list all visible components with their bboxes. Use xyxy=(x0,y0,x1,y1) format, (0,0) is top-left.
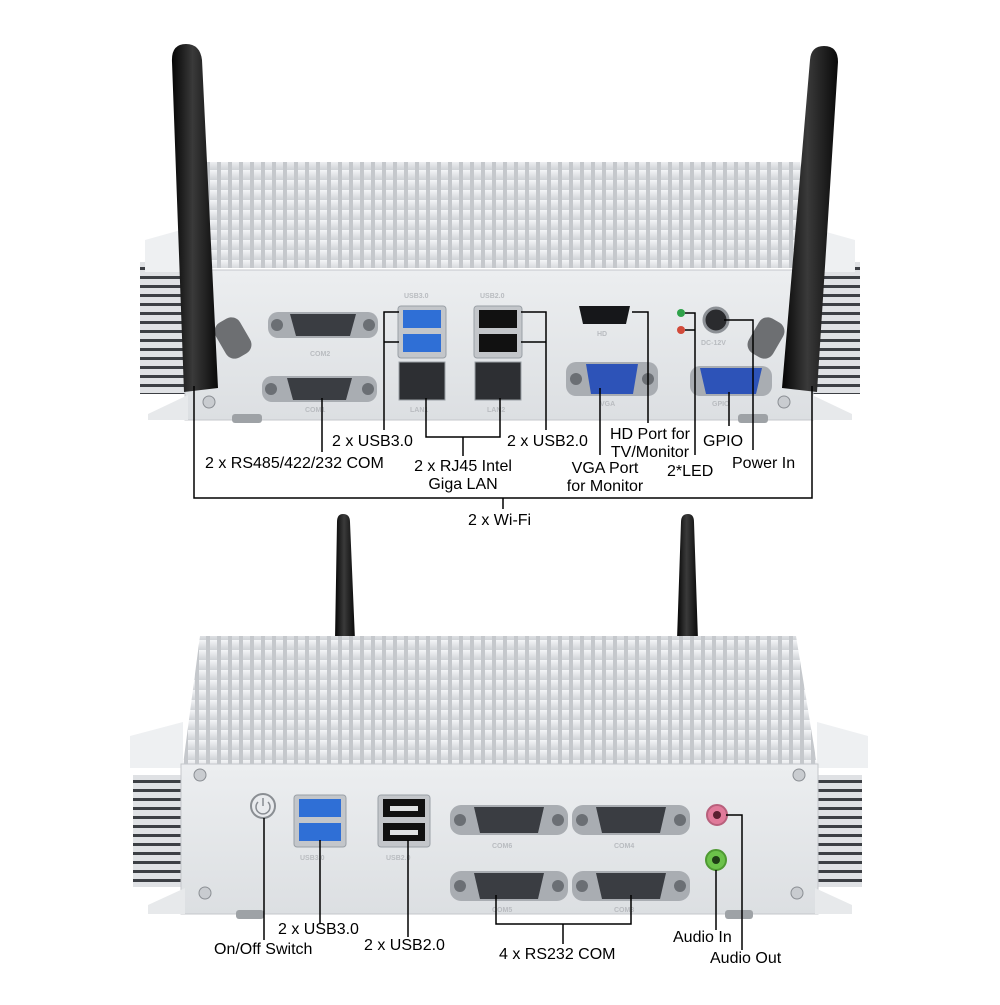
rear-usb30-marking: USB3.0 xyxy=(404,293,429,300)
com2-marking: COM2 xyxy=(310,351,330,358)
left-antenna-graphic xyxy=(171,44,252,392)
callout-rj45-line1: 2 x RJ45 Intel xyxy=(414,458,512,475)
front-right-antenna-graphic xyxy=(677,514,698,640)
callout-vga-line2: for Monitor xyxy=(566,478,644,495)
rear-usb2-port-graphic xyxy=(473,305,523,359)
rear-usb3-port-graphic xyxy=(397,305,447,359)
com1-port-graphic xyxy=(262,376,377,402)
callout-front-usb20: 2 x USB2.0 xyxy=(364,937,445,954)
right-antenna-graphic xyxy=(747,46,838,392)
heatsink-fins xyxy=(188,162,812,268)
callout-led: 2*LED xyxy=(667,463,714,480)
com4-port-graphic xyxy=(572,805,690,835)
vga-marking: VGA xyxy=(600,401,615,408)
callout-power-in: Power In xyxy=(732,455,796,472)
left-side-fins xyxy=(140,262,185,394)
callout-rj45: 2 x RJ45 Intel Giga LAN xyxy=(395,458,531,494)
com3-marking: COM3 xyxy=(614,907,634,914)
callout-rear-usb20: 2 x USB2.0 xyxy=(507,433,588,450)
gpio-marking: GPIO xyxy=(712,401,730,408)
callout-vga-line1: VGA Port xyxy=(571,460,639,477)
front-left-antenna-graphic xyxy=(335,514,355,640)
front-usb30-marking: USB3.0 xyxy=(300,855,325,862)
lan1-port-graphic xyxy=(398,361,446,401)
callout-rj45-line2: Giga LAN xyxy=(428,476,498,493)
callout-hd-line1: HD Port for xyxy=(609,426,690,443)
lan2-marking: LAN2 xyxy=(487,407,505,414)
vga-port-graphic xyxy=(566,362,658,396)
lan2-port-graphic xyxy=(474,361,522,401)
com6-port-graphic xyxy=(450,805,568,835)
led-red-graphic xyxy=(677,326,685,334)
rear-device-illustration: COM2 COM1 USB3.0 USB2.0 LAN1 LAN2 HD VGA… xyxy=(140,44,860,423)
com4-marking: COM4 xyxy=(614,843,634,850)
hd-marking: HD xyxy=(597,331,607,338)
callout-on-off-switch: On/Off Switch xyxy=(214,941,313,958)
callout-front-usb30: 2 x USB3.0 xyxy=(278,921,359,938)
callout-rear-usb30: 2 x USB3.0 xyxy=(332,433,413,450)
hd-port-graphic xyxy=(579,306,630,324)
dc-marking: DC-12V xyxy=(701,340,726,347)
callout-hd-port: HD Port for TV/Monitor xyxy=(600,426,700,462)
front-device-illustration: USB3.0 USB2.0 COM6 COM4 COM5 COM3 xyxy=(130,514,868,919)
com1-marking: COM1 xyxy=(305,407,325,414)
lan1-marking: LAN1 xyxy=(410,407,428,414)
front-usb20-marking: USB2.0 xyxy=(386,855,411,862)
com3-port-graphic xyxy=(572,871,690,901)
callout-vga-port: VGA Port for Monitor xyxy=(555,460,655,496)
rear-callout-lines xyxy=(193,311,813,509)
front-heatsink-fins xyxy=(183,636,817,765)
com5-marking: COM5 xyxy=(492,907,512,914)
com6-marking: COM6 xyxy=(492,843,512,850)
com2-port-graphic xyxy=(268,312,378,338)
rear-usb20-marking: USB2.0 xyxy=(480,293,505,300)
callout-audio-out: Audio Out xyxy=(710,950,782,967)
callout-rs232-com: 4 x RS232 COM xyxy=(499,946,616,963)
front-usb2-port-graphic xyxy=(377,794,431,848)
led-green-graphic xyxy=(677,309,685,317)
callout-hd-line2: TV/Monitor xyxy=(610,444,690,461)
front-usb3-port-graphic xyxy=(293,794,347,848)
callout-wifi: 2 x Wi-Fi xyxy=(468,512,532,529)
front-callout-lines xyxy=(263,814,743,950)
callout-audio-in: Audio In xyxy=(673,929,732,946)
callout-gpio: GPIO xyxy=(703,433,744,450)
com5-port-graphic xyxy=(450,871,568,901)
gpio-port-graphic xyxy=(690,366,772,396)
callout-rear-com: 2 x RS485/422/232 COM xyxy=(205,455,384,472)
